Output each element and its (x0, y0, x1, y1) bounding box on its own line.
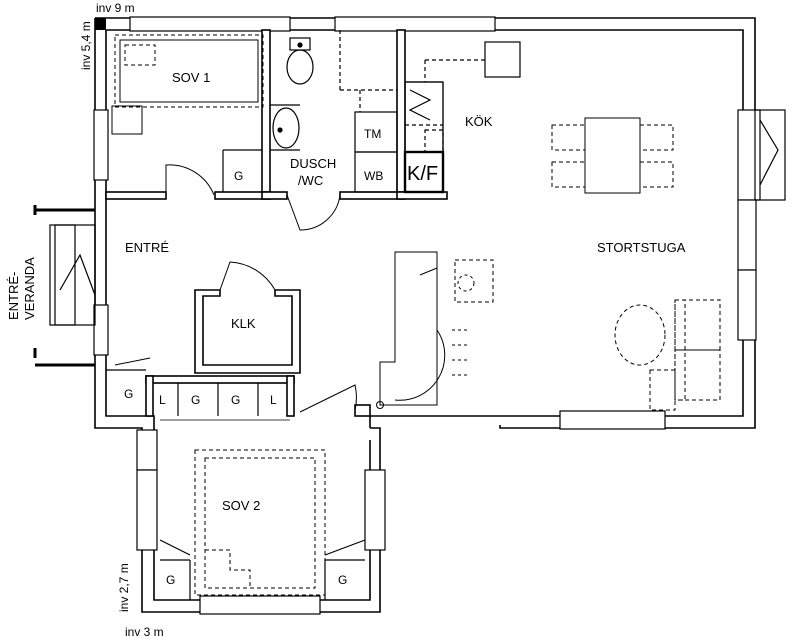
dim-bottom-left: inv 2,7 m (117, 563, 131, 612)
sofa-group (614, 299, 721, 411)
stove (376, 251, 494, 409)
label-l-left: L (159, 393, 166, 407)
label-kf: K/F (407, 163, 438, 185)
dim-bottom: inv 3 m (125, 625, 164, 638)
label-g-sov2-right: G (338, 573, 347, 587)
room-veranda-line2: VERANDA (22, 257, 37, 320)
dimension-labels: inv 9 m inv 5,4 m inv 2,7 m inv 3 m (79, 1, 164, 638)
room-klk: KLK (231, 316, 256, 331)
room-dusch: DUSCH (290, 156, 336, 171)
label-g-storage1: G (191, 393, 200, 407)
room-sov1: SOV 1 (172, 70, 210, 85)
label-wb: WB (364, 169, 383, 183)
label-l-right: L (270, 393, 277, 407)
room-wc: /WC (298, 173, 323, 188)
dim-left: inv 5,4 m (79, 21, 93, 70)
room-veranda-line1: ENTRÉ- (6, 272, 21, 320)
label-tm: TM (364, 127, 381, 141)
label-g-entre: G (124, 387, 133, 401)
kitchen-fixtures (403, 41, 521, 194)
label-g-sov1: G (234, 169, 243, 183)
room-kok: KÖK (465, 114, 493, 129)
label-g-sov2-left: G (166, 573, 175, 587)
room-labels: SOV 1 DUSCH /WC KÖK ENTRÉ STORTSTUGA KLK… (6, 70, 686, 513)
fixture-labels: TM WB K/F G G L G G L G G (124, 127, 438, 587)
bathroom-fixtures (270, 30, 398, 193)
entrance-veranda (33, 109, 786, 367)
room-entre: ENTRÉ (125, 240, 169, 255)
door-swings (114, 164, 357, 413)
interior-walls (105, 29, 448, 417)
dim-top: inv 9 m (96, 1, 135, 15)
storage-lines (106, 149, 366, 600)
room-stortstuga: STORTSTUGA (597, 240, 686, 255)
label-g-storage2: G (231, 393, 240, 407)
sov1-bed (111, 34, 264, 135)
room-sov2: SOV 2 (222, 498, 260, 513)
sov2-bed (194, 449, 326, 596)
dining-table (551, 117, 674, 194)
